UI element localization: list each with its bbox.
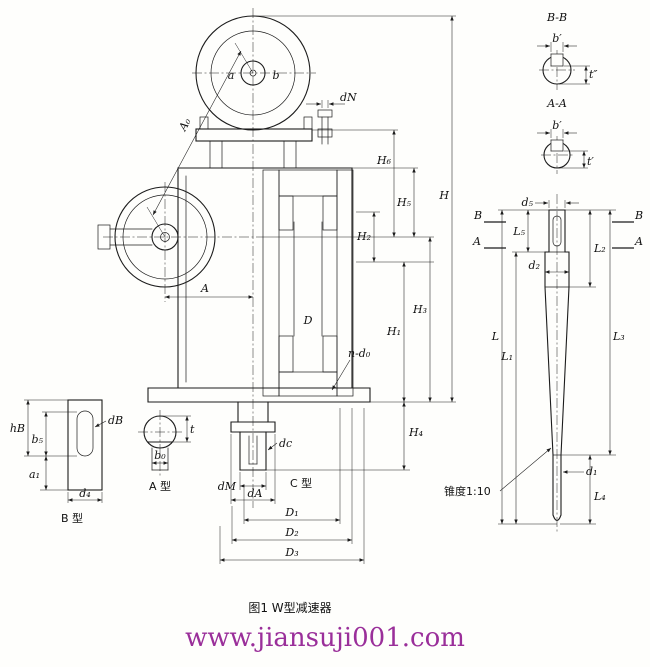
dimension-A0: A₀ (146, 42, 254, 238)
bolt-dN: dN (306, 91, 357, 145)
label-a: a (228, 69, 235, 82)
label-t-prime: t′ (587, 155, 594, 168)
label-c-type: C 型 (290, 476, 312, 490)
label-b0: b₀ (154, 449, 166, 462)
figure-caption: 图1 W型减速器 (248, 601, 331, 615)
label-L5: L₅ (512, 225, 525, 238)
label-L2: L₂ (593, 242, 606, 255)
label-dA: dA (248, 487, 263, 500)
label-D3: D₃ (284, 546, 298, 559)
label-taper: 锥度1:10 (444, 484, 491, 498)
label-d2: d₂ (529, 259, 540, 272)
label-cut-b-right: B (634, 209, 643, 222)
label-b-type: B 型 (61, 511, 83, 525)
label-L4: L₄ (593, 490, 606, 503)
label-dB: dB (108, 414, 123, 427)
gear-housing: D n-d₀ (147, 167, 371, 403)
label-d5: d₅ (522, 196, 534, 209)
detail-b-type: hB b₅ a₁ d₄ dB B 型 (10, 399, 123, 525)
label-H5: H₅ (396, 196, 412, 209)
label-t: t (190, 423, 195, 436)
watermark-url: www.jiansuji001.com (185, 623, 465, 653)
worm-wheel (97, 182, 264, 302)
output-shaft-c-type: dc C 型 dM dA (218, 401, 312, 504)
label-H: H (438, 189, 449, 202)
label-dc: dc (279, 437, 292, 450)
label-cut-a-left: A (472, 235, 481, 248)
label-cut-b-left: B (473, 209, 482, 222)
label-b: b (272, 69, 279, 82)
height-dimensions: H₆ H₅ H₂ H₁ H₃ H H₄ (253, 15, 456, 471)
label-a-type: A 型 (149, 479, 171, 493)
dimension-A: A (165, 282, 253, 299)
label-b5: b₅ (32, 433, 44, 446)
label-d4: d₄ (79, 487, 90, 500)
section-view-aa: A-A b′ t′ (537, 97, 594, 174)
label-A0: A₀ (176, 115, 194, 133)
flange-diameter-dimensions: D₁ D₂ D₃ (219, 408, 365, 564)
label-L1: L₁ (500, 350, 513, 363)
label-D2: D₂ (284, 526, 298, 539)
label-H2: H₂ (356, 230, 371, 243)
label-D: D (303, 314, 313, 327)
label-H6: H₆ (376, 154, 392, 167)
bearing-bracket: dN (195, 91, 357, 169)
label-dN: dN (340, 91, 357, 104)
label-cut-a-right: A (634, 235, 643, 248)
label-d1: d₁ (586, 465, 597, 478)
label-n-d0: n-d₀ (348, 347, 371, 360)
label-A: A (200, 282, 209, 295)
label-b-prime-aa: b′ (552, 119, 562, 132)
label-H3: H₃ (412, 303, 427, 316)
detail-a-type: b₀ t A 型 (138, 410, 195, 493)
label-a1: a₁ (29, 468, 40, 481)
section-view-bb: B-B b′ t″ (537, 11, 598, 90)
label-section-bb-title: B-B (546, 11, 567, 24)
label-H1: H₁ (386, 325, 401, 338)
worm-shaft-part: B B A A d₅ d₂ L₅ L₁ L L₂ L₃ L₄ d (444, 194, 643, 534)
label-L3: L₃ (612, 330, 625, 343)
label-b-prime-bb: b′ (552, 32, 562, 45)
label-dM: dM (218, 480, 237, 493)
label-D1: D₁ (284, 506, 298, 519)
label-section-aa-title: A-A (546, 97, 567, 110)
label-L: L (491, 330, 499, 343)
label-t-double-prime: t″ (589, 68, 598, 81)
label-H4: H₄ (408, 426, 423, 439)
label-hB: hB (10, 422, 25, 435)
